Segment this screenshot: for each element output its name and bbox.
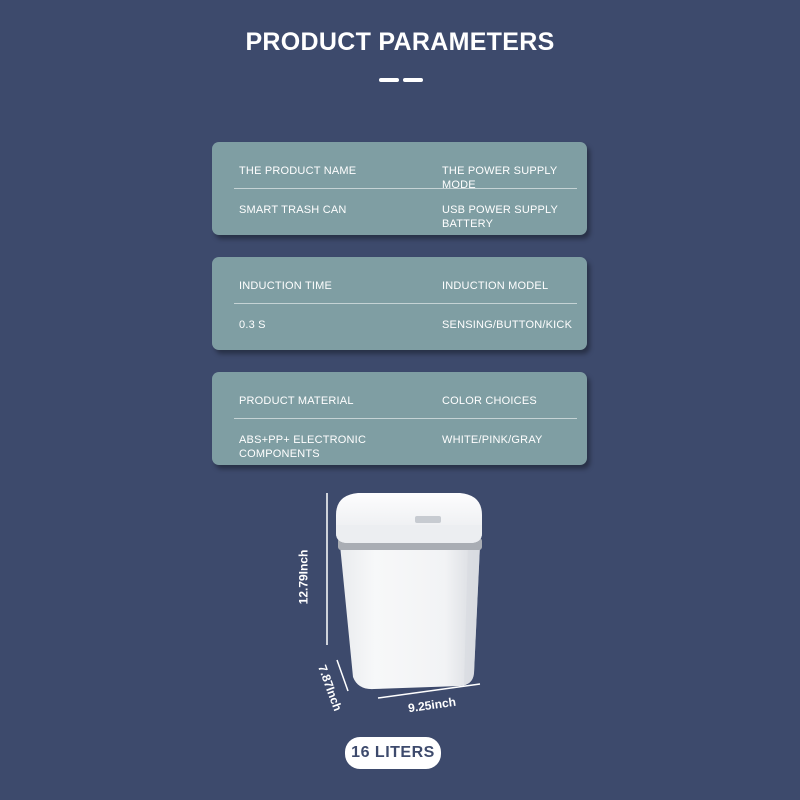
product-illustration [290, 485, 520, 725]
spec-card-induction: INDUCTION TIME INDUCTION MODEL 0.3 S SEN… [212, 257, 587, 350]
card-divider [234, 188, 577, 189]
width-dimension-line [377, 683, 481, 699]
title-underline-left [379, 78, 399, 82]
spec-label-color-choices: COLOR CHOICES [442, 395, 537, 407]
spec-value-product-name: SMART TRASH CAN [239, 204, 347, 216]
capacity-badge: 16 LITERS [345, 737, 441, 769]
spec-card-name-power: THE PRODUCT NAME THE POWER SUPPLY MODE S… [212, 142, 587, 235]
spec-value-power-supply: USB POWER SUPPLY BATTERY [442, 204, 558, 230]
spec-label-induction-time: INDUCTION TIME [239, 280, 333, 292]
title-underline-right [403, 78, 423, 82]
depth-dimension-line [336, 659, 349, 692]
trash-can-image [326, 493, 482, 699]
spec-value-material: ABS+PP+ ELECTRONIC COMPONENTS [239, 434, 367, 460]
spec-value-induction-time: 0.3 S [239, 319, 266, 331]
spec-card-material-color: PRODUCT MATERIAL COLOR CHOICES ABS+PP+ E… [212, 372, 587, 465]
spec-label-material: PRODUCT MATERIAL [239, 395, 354, 407]
spec-value-induction-model: SENSING/BUTTON/KICK [442, 319, 573, 331]
page-title: PRODUCT PARAMETERS [245, 28, 555, 56]
card-divider [234, 418, 577, 419]
spec-value-color-choices: WHITE/PINK/GRAY [442, 434, 543, 446]
card-divider [234, 303, 577, 304]
spec-label-product-name: THE PRODUCT NAME [239, 165, 357, 177]
spec-label-induction-model: INDUCTION MODEL [442, 280, 549, 292]
height-measurement-label: 12.79Inch [296, 549, 311, 605]
